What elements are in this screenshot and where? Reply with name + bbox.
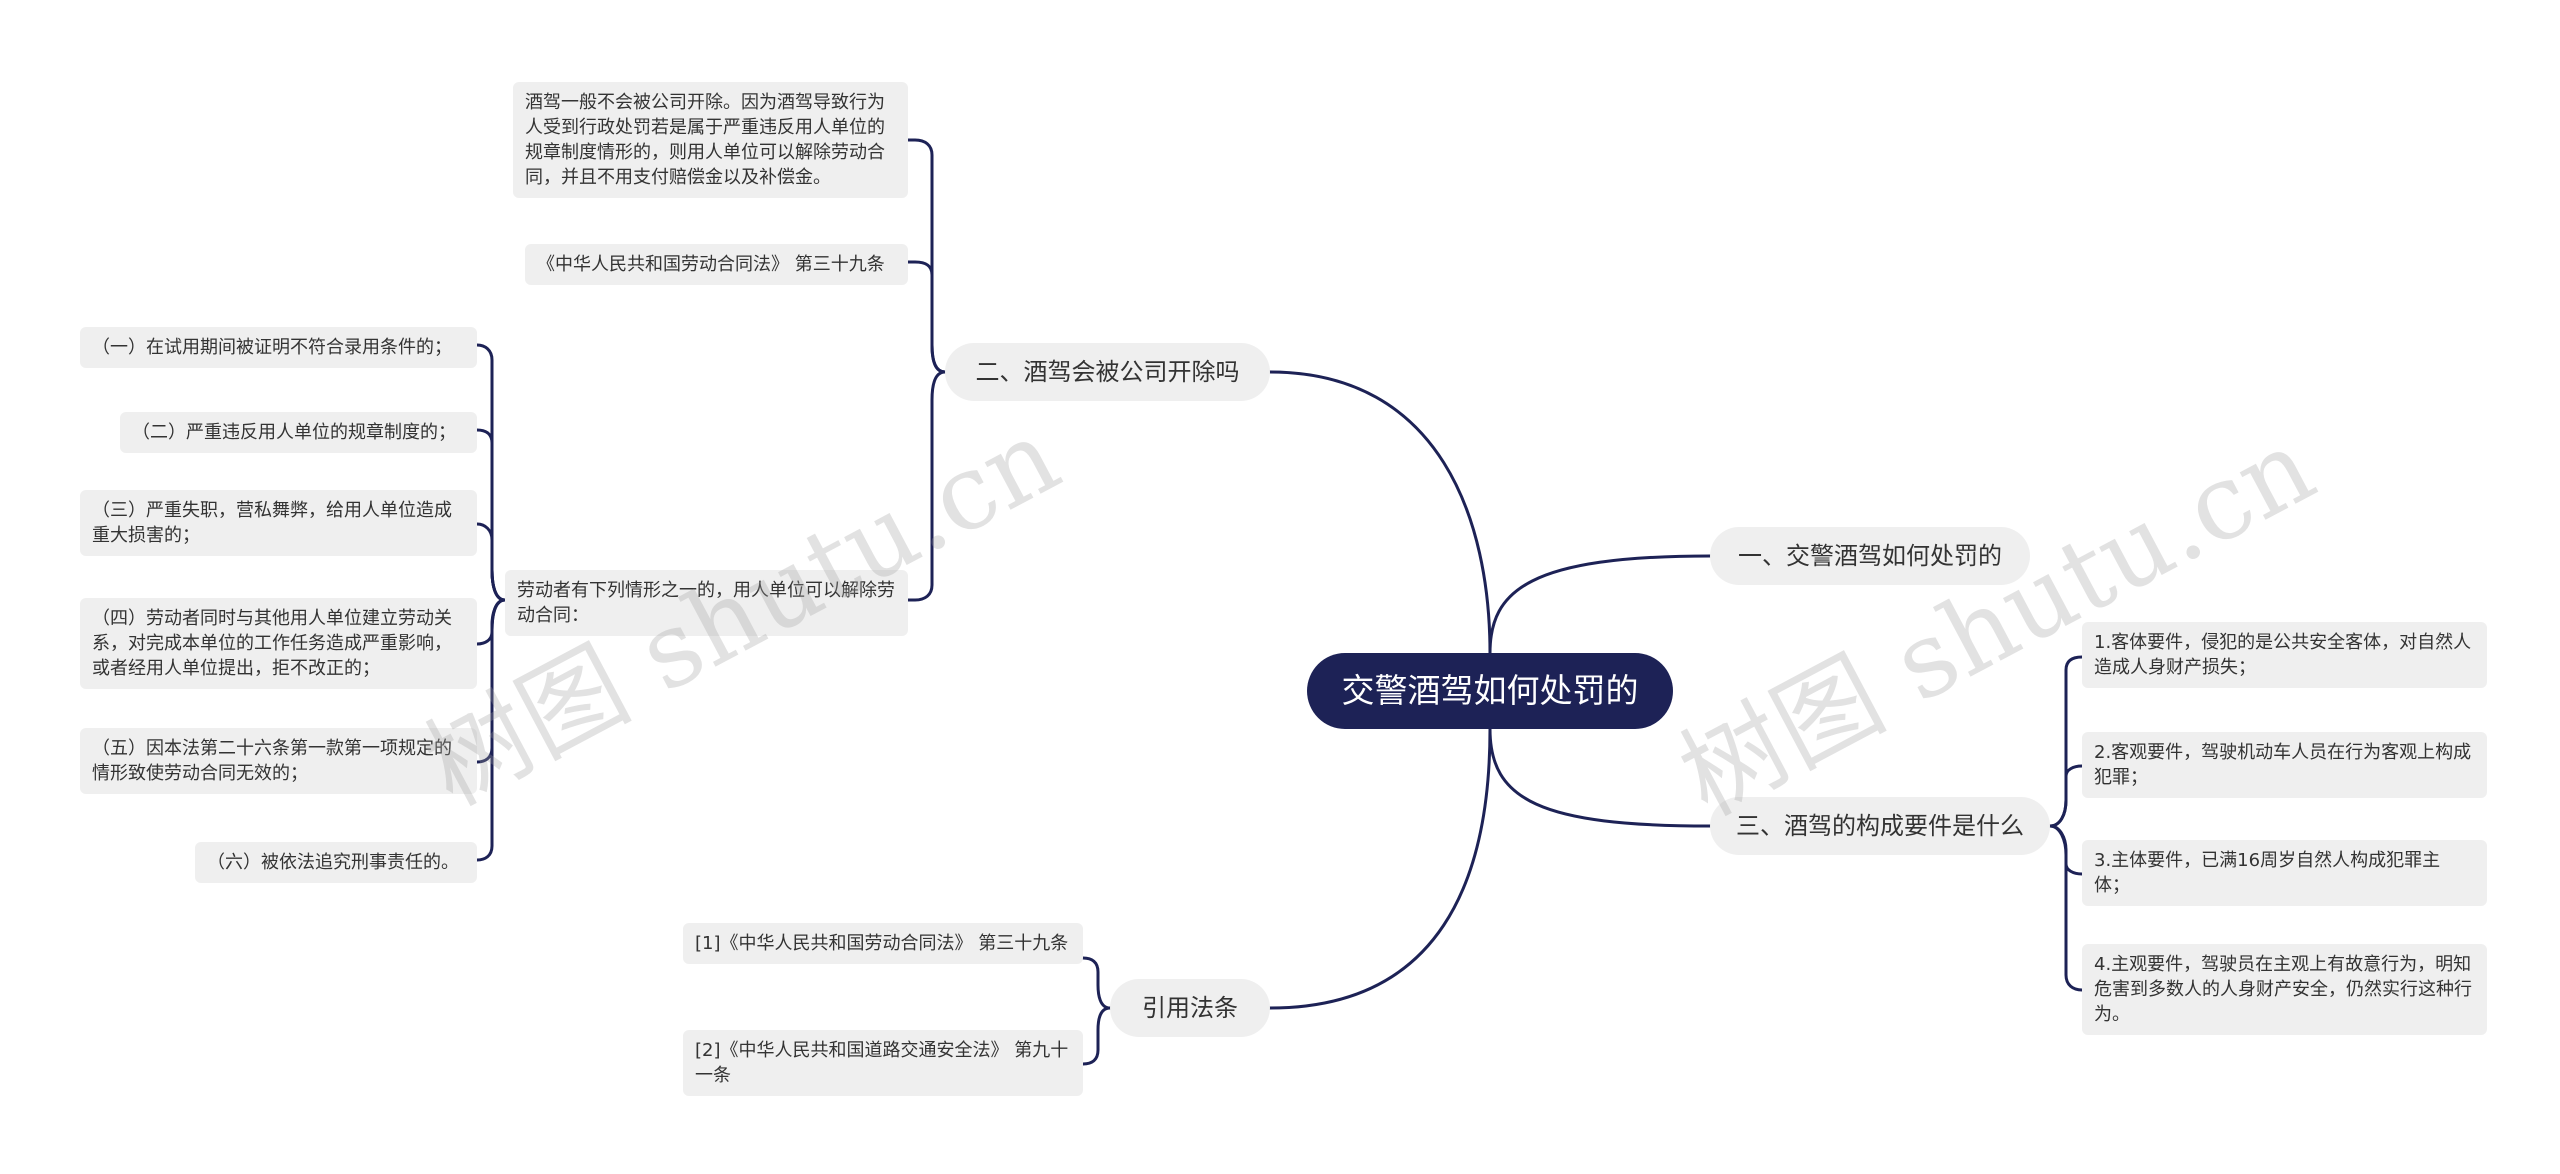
branch-constituent-elements[interactable]: 三、酒驾的构成要件是什么	[1710, 797, 2050, 855]
leaf-element-subject[interactable]: 3.主体要件，已满16周岁自然人构成犯罪主体；	[2082, 840, 2487, 906]
leaf-dismissal-explanation[interactable]: 酒驾一般不会被公司开除。因为酒驾导致行为人受到行政处罚若是属于严重违反用人单位的…	[513, 82, 908, 198]
root-topic[interactable]: 交警酒驾如何处罚的	[1307, 653, 1673, 729]
link-root-b4	[1268, 727, 1492, 1010]
list-item-situation-4[interactable]: （四）劳动者同时与其他用人单位建立劳动关系，对完成本单位的工作任务造成严重影响，…	[80, 598, 477, 689]
list-item-situation-1[interactable]: （一）在试用期间被证明不符合录用条件的；	[80, 327, 477, 368]
link-sit-3	[475, 522, 507, 602]
link-root-b2	[1268, 370, 1492, 655]
link-b2-situations	[906, 370, 947, 602]
branch-cited-laws[interactable]: 引用法条	[1110, 979, 1270, 1037]
branch-company-dismissal[interactable]: 二、酒驾会被公司开除吗	[945, 343, 1270, 401]
link-b3-c2	[2048, 764, 2084, 828]
leaf-element-subjective[interactable]: 4.主观要件，驾驶员在主观上有故意行为，明知危害到多数人的人身财产安全，仍然实行…	[2082, 944, 2487, 1035]
leaf-termination-situations[interactable]: 劳动者有下列情形之一的，用人单位可以解除劳动合同：	[505, 570, 908, 636]
link-root-b1	[1488, 554, 1712, 655]
leaf-citation-1[interactable]: [1]《中华人民共和国劳动合同法》 第三十九条	[683, 923, 1083, 964]
list-item-situation-5[interactable]: （五）因本法第二十六条第一款第一项规定的情形致使劳动合同无效的；	[80, 728, 477, 794]
branch-drunk-driving-penalty[interactable]: 一、交警酒驾如何处罚的	[1710, 527, 2030, 585]
leaf-citation-2[interactable]: [2]《中华人民共和国道路交通安全法》 第九十一条	[683, 1030, 1083, 1096]
leaf-labor-contract-law-article[interactable]: 《中华人民共和国劳动合同法》 第三十九条	[525, 244, 908, 285]
link-root-b3	[1488, 727, 1712, 828]
list-item-situation-3[interactable]: （三）严重失职，营私舞弊，给用人单位造成重大损害的；	[80, 490, 477, 556]
link-b4-c1	[1081, 956, 1112, 1010]
leaf-element-objective[interactable]: 2.客观要件，驾驶机动车人员在行为客观上构成犯罪；	[2082, 732, 2487, 798]
link-b2-law	[906, 260, 947, 374]
list-item-situation-6[interactable]: （六）被依法追究刑事责任的。	[195, 842, 477, 883]
link-b2-para	[906, 138, 947, 374]
link-sit-6	[475, 598, 507, 862]
link-b4-c2	[1081, 1006, 1112, 1066]
list-item-situation-2[interactable]: （二）严重违反用人单位的规章制度的；	[120, 412, 477, 453]
leaf-element-object[interactable]: 1.客体要件，侵犯的是公共安全客体，对自然人造成人身财产损失；	[2082, 622, 2487, 688]
link-b3-c4	[2048, 824, 2084, 992]
